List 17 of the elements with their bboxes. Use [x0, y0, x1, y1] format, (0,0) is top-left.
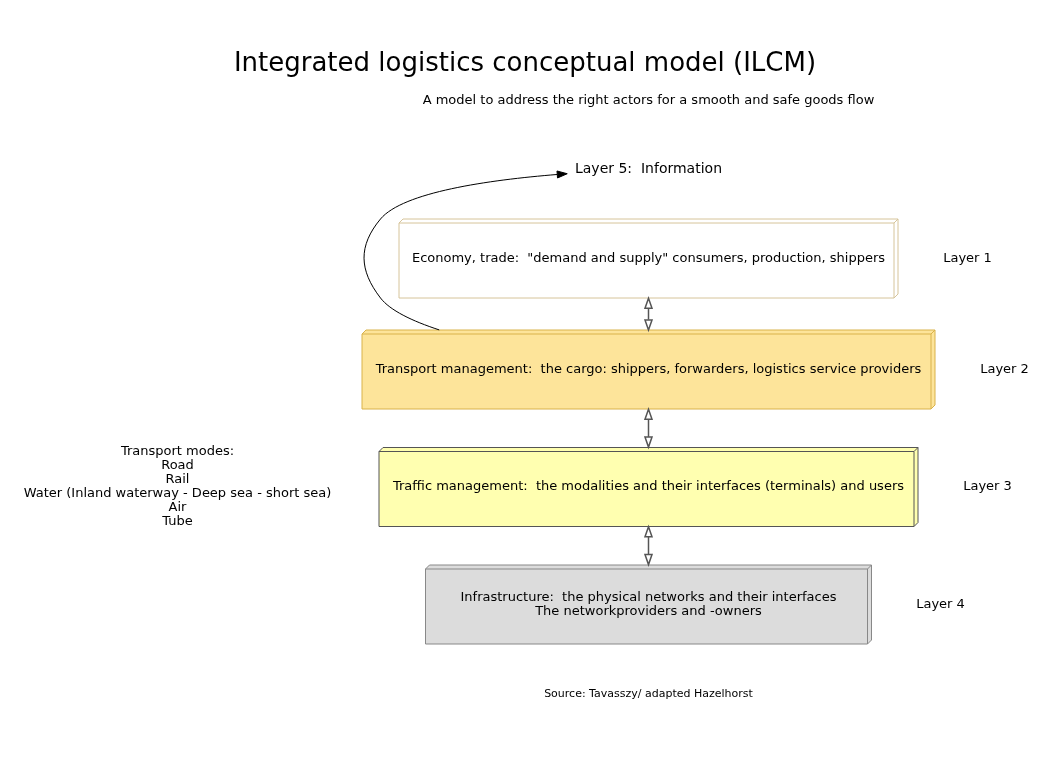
label: Layer 4 [916, 595, 965, 611]
label: Layer 3 [963, 477, 1012, 493]
label: Rail [165, 470, 190, 486]
label: Road [161, 456, 194, 472]
diagram-title: Integrated logistics conceptual model (ILCM) [233, 46, 817, 77]
label: Layer 2 [980, 360, 1029, 376]
label: Layer 1 [943, 249, 992, 265]
arrow [643, 406, 654, 449]
label: Tube [162, 512, 193, 528]
label: Transport modes: [120, 442, 235, 458]
arrow [643, 524, 654, 567]
arrow [363, 170, 568, 330]
label: A model to address the right actors for a smooth and safe goods flow [422, 91, 875, 107]
label: Water (Inland waterway - Deep sea - short sea) [23, 484, 332, 500]
caption: Source: Tavasszy/ adapted Hazelhorst [544, 686, 753, 700]
arrow [643, 295, 654, 332]
node-text: Layer 5: Information [574, 159, 723, 176]
